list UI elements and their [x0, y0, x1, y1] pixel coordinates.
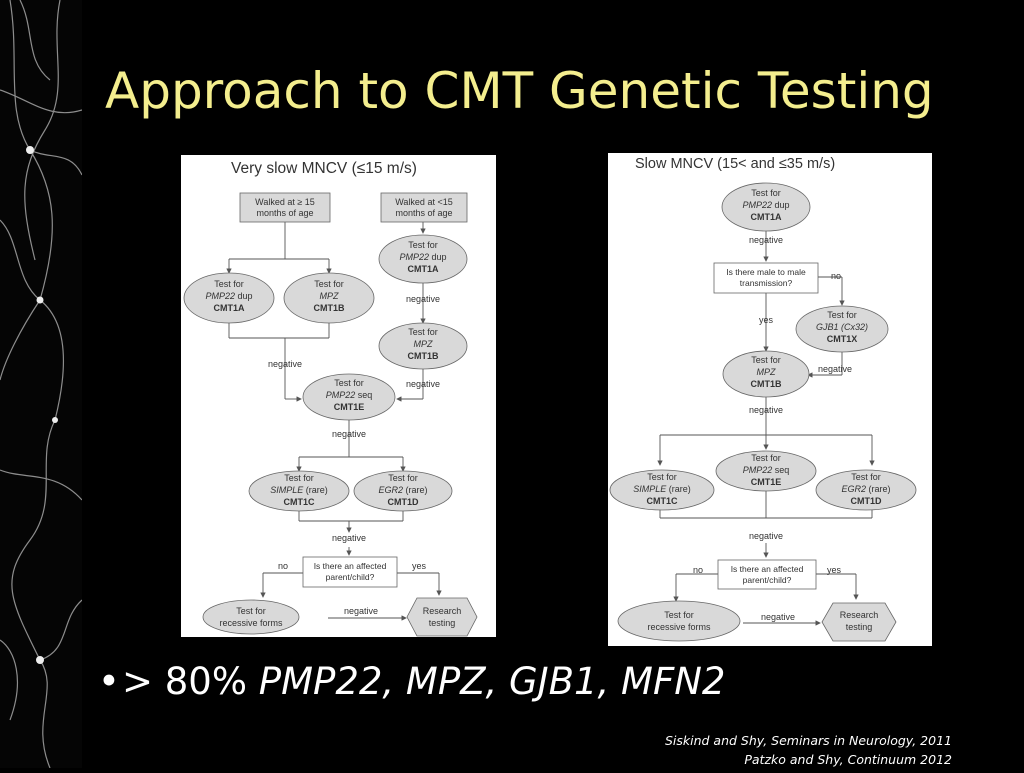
r-egr2-testfor: Test for: [851, 472, 881, 482]
l-recessive-2: recessive forms: [219, 618, 283, 628]
citations: Siskind and Shy, Seminars in Neurology, …: [665, 731, 952, 769]
l-negative-6: negative: [344, 606, 378, 616]
citation-1: Siskind and Shy, Seminars in Neurology, …: [664, 733, 952, 748]
r-cmt1x: CMT1X: [827, 334, 858, 344]
r-negative-1: negative: [749, 235, 783, 245]
r-simple-gene: SIMPLE (rare): [633, 484, 691, 494]
r-no-2: no: [693, 565, 703, 575]
r-negative-3: negative: [749, 405, 783, 415]
lr-negative-3: negative: [406, 379, 440, 389]
r-research-2: testing: [846, 622, 873, 632]
r-recessive-2: recessive forms: [647, 622, 711, 632]
r-male-q1: Is there male to male: [726, 267, 806, 277]
left-flowchart-panel: Very slow MNCV (≤15 m/s): [181, 155, 496, 637]
lr-cmt1a: CMT1A: [408, 264, 439, 274]
l-egr2-gene: EGR2 (rare): [378, 485, 427, 495]
r-cmt1e: CMT1E: [751, 477, 782, 487]
ll-mpz-testfor: Test for: [314, 279, 344, 289]
ll-pmp22-testfor: Test for: [214, 279, 244, 289]
r-pmp22-testfor: Test for: [751, 188, 781, 198]
ll-mpz-gene: MPZ: [320, 291, 340, 301]
walked-ge15-line2: months of age: [256, 208, 313, 218]
r-research-1: Research: [840, 610, 879, 620]
walked-lt15-line1: Walked at <15: [395, 197, 452, 207]
r-negative-5: negative: [761, 612, 795, 622]
l-recessive-1: Test for: [236, 606, 266, 616]
r-gjb1-gene: GJB1 (Cx32): [816, 322, 868, 332]
ll-pmp22-gene: PMP22 dup: [205, 291, 252, 301]
l-affected-q1: Is there an affected: [314, 561, 387, 571]
r-yes-1: yes: [759, 315, 774, 325]
r-gjb1-testfor: Test for: [827, 310, 857, 320]
r-pmp22seq-gene: PMP22 seq: [743, 465, 790, 475]
r-negative-4: negative: [749, 531, 783, 541]
l-cmt1e: CMT1E: [334, 402, 365, 412]
r-simple-testfor: Test for: [647, 472, 677, 482]
l-negative-4: negative: [332, 429, 366, 439]
citation-2: Patzko and Shy, Continuum 2012: [744, 752, 952, 767]
lr-negative-1: negative: [406, 294, 440, 304]
walked-ge15-line1: Walked at ≥ 15: [255, 197, 315, 207]
r-male-q2: transmission?: [740, 278, 793, 288]
l-pmp22seq-gene: PMP22 seq: [326, 390, 373, 400]
r-pmp22seq-testfor: Test for: [751, 453, 781, 463]
l-egr2-testfor: Test for: [388, 473, 418, 483]
r-pmp22-gene: PMP22 dup: [742, 200, 789, 210]
r-negative-2: negative: [818, 364, 852, 374]
l-pmp22seq-testfor: Test for: [334, 378, 364, 388]
r-affected-q1: Is there an affected: [731, 564, 804, 574]
r-cmt1d: CMT1D: [851, 496, 882, 506]
right-heading: Slow MNCV (15< and ≤35 m/s): [635, 156, 835, 172]
walked-lt15-line2: months of age: [395, 208, 452, 218]
ll-cmt1b: CMT1B: [314, 303, 345, 313]
l-affected-q2: parent/child?: [326, 572, 375, 582]
bullet-prefix: > 80%: [122, 660, 259, 703]
right-flowchart-panel: Slow MNCV (15< and ≤35 m/s): [608, 153, 932, 646]
bullet-genes: PMP22, MPZ, GJB1, MFN2: [258, 660, 726, 703]
ll-cmt1a: CMT1A: [214, 303, 245, 313]
r-egr2-gene: EGR2 (rare): [841, 484, 890, 494]
l-research-1: Research: [423, 606, 462, 616]
bullet-item: •> 80% PMP22, MPZ, GJB1, MFN2: [98, 660, 725, 703]
lr-pmp22-testfor: Test for: [408, 240, 438, 250]
l-simple-testfor: Test for: [284, 473, 314, 483]
r-mpz-gene: MPZ: [757, 367, 777, 377]
l-no: no: [278, 561, 288, 571]
bullet-dot-icon: •: [98, 660, 120, 703]
lr-mpz-gene: MPZ: [414, 339, 434, 349]
l-cmt1c: CMT1C: [284, 497, 315, 507]
r-cmt1a: CMT1A: [751, 212, 782, 222]
lr-mpz-testfor: Test for: [408, 327, 438, 337]
neuron-background-image: [0, 0, 83, 769]
left-heading: Very slow MNCV (≤15 m/s): [231, 160, 417, 177]
ll-negative-2: negative: [268, 359, 302, 369]
l-cmt1d: CMT1D: [388, 497, 419, 507]
l-simple-gene: SIMPLE (rare): [270, 485, 328, 495]
r-mpz-testfor: Test for: [751, 355, 781, 365]
l-research-2: testing: [429, 618, 456, 628]
r-no-1: no: [831, 271, 841, 281]
l-yes: yes: [412, 561, 427, 571]
l-negative-5: negative: [332, 533, 366, 543]
r-affected-q2: parent/child?: [743, 575, 792, 585]
slide-title: Approach to CMT Genetic Testing: [105, 62, 934, 120]
r-yes-2: yes: [827, 565, 842, 575]
lr-cmt1b: CMT1B: [408, 351, 439, 361]
lr-pmp22-gene: PMP22 dup: [399, 252, 446, 262]
r-cmt1b: CMT1B: [751, 379, 782, 389]
r-cmt1c: CMT1C: [647, 496, 678, 506]
r-recessive-1: Test for: [664, 610, 694, 620]
